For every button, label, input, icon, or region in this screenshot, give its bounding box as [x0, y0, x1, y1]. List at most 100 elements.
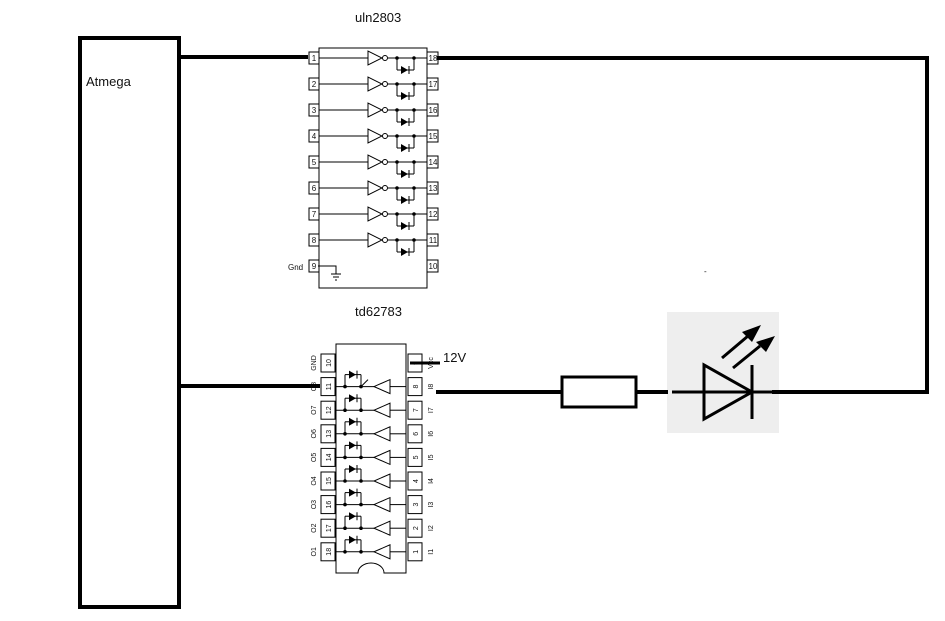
td-pin-box [407, 495, 423, 515]
td-pin-box [320, 518, 336, 538]
diode-icon [349, 535, 356, 544]
td-pin-name: I8 [428, 384, 435, 390]
diode-icon [401, 248, 408, 256]
td-pin-name: I6 [428, 431, 435, 437]
diode-icon [349, 417, 356, 426]
td-pin-name: I2 [428, 525, 435, 531]
junction-dot [359, 455, 363, 460]
uln-pin-number: 7 [312, 210, 317, 219]
inverter-bubble [382, 133, 388, 139]
td62783-body [335, 343, 407, 574]
uln-pin-number: 2 [312, 80, 317, 89]
td-pin-box [407, 518, 423, 538]
uln-pin-number: 1 [312, 54, 317, 63]
td-pin-number: 7 [413, 408, 420, 412]
uln-pin-number: 14 [429, 158, 438, 167]
td-pin-box [320, 447, 336, 467]
td-pin-box [320, 353, 336, 373]
inverter-icon [367, 128, 384, 144]
td-pin-name: O4 [311, 476, 318, 485]
atmega-block [78, 36, 181, 609]
td-pin-number: 12 [326, 406, 333, 414]
td-pin-box [320, 400, 336, 420]
td-pin-name: O1 [311, 547, 318, 556]
inverter-bubble [382, 159, 388, 165]
diode-icon [401, 222, 408, 230]
td-pin-number: 16 [326, 501, 333, 509]
td-pin-name: O2 [311, 523, 318, 532]
uln-pin-number: 4 [312, 132, 317, 141]
ground-icon [318, 265, 341, 281]
td-pin-box [407, 471, 423, 491]
uln-pin-number: 6 [312, 184, 317, 193]
inverter-icon [367, 232, 384, 248]
atmega-label: Atmega [86, 74, 132, 89]
td-pin-box [320, 495, 336, 515]
td-pin-number: 15 [326, 477, 333, 485]
td-pin-name: I1 [428, 549, 435, 555]
inverter-icon [367, 76, 384, 92]
inverter-icon [367, 102, 384, 118]
diode-icon [401, 144, 408, 152]
inverter-bubble [382, 185, 388, 191]
td-pin-name: O5 [311, 453, 318, 462]
inverter-icon [367, 206, 384, 222]
inverter-icon [367, 154, 384, 170]
td-pin-box [320, 471, 336, 491]
diode-icon [349, 394, 356, 403]
inverter-icon [367, 180, 384, 196]
diode-icon [349, 370, 356, 379]
resistor [560, 375, 638, 409]
td-pin-box [320, 424, 336, 444]
diode-icon [349, 512, 356, 521]
inverter-bubble [382, 55, 388, 61]
td-pin-box [407, 542, 423, 562]
td-diode-trace [360, 379, 369, 387]
uln-pin-number: 3 [312, 106, 317, 115]
uln2803-gnd-label: Gnd [288, 263, 303, 272]
td-pin-number: 11 [326, 383, 333, 390]
td-pin-number: 10 [326, 359, 333, 367]
diode-icon [349, 465, 356, 473]
led-icon [667, 312, 779, 433]
td-pin-number: 13 [326, 430, 333, 438]
td-pin-number: 8 [413, 385, 420, 389]
uln2803-gates [319, 50, 427, 256]
td-pin-number: 18 [326, 548, 333, 556]
inverter-bubble [382, 81, 388, 87]
wire-uln-out-to-led [437, 56, 929, 394]
td-pin-number: 3 [413, 503, 420, 507]
diode-icon [401, 196, 408, 204]
td-pin-box [320, 542, 336, 562]
td-pin-number: 14 [326, 453, 333, 461]
junction-dot [359, 502, 363, 507]
junction-dot [343, 455, 347, 460]
inverter-bubble [382, 237, 388, 243]
td-pin-number: 1 [413, 550, 420, 554]
td-pin-box [407, 400, 423, 420]
td-pin-number: 4 [413, 479, 420, 483]
diode-icon [401, 170, 408, 178]
uln-pin-box [426, 259, 439, 273]
td-pin-name: I7 [428, 407, 435, 413]
uln-pin-number: 18 [429, 54, 438, 63]
uln-pin-number: 15 [429, 132, 438, 141]
td62783-gates [336, 370, 406, 560]
inverter-icon [367, 50, 384, 66]
uln-pin-number: 10 [429, 262, 438, 271]
inverter-bubble [382, 211, 388, 217]
td-pin-box [407, 377, 423, 397]
td-pin-number: 2 [413, 526, 420, 530]
td-pin-name: I3 [428, 502, 435, 508]
diode-icon [401, 92, 408, 100]
td-pin-name: I5 [428, 454, 435, 460]
diode-icon [349, 488, 356, 497]
uln-pin-number: 11 [429, 236, 438, 245]
td-pin-number: 6 [413, 432, 420, 436]
td-pin-name: O6 [311, 429, 318, 438]
uln-pin-number: 16 [429, 106, 438, 115]
